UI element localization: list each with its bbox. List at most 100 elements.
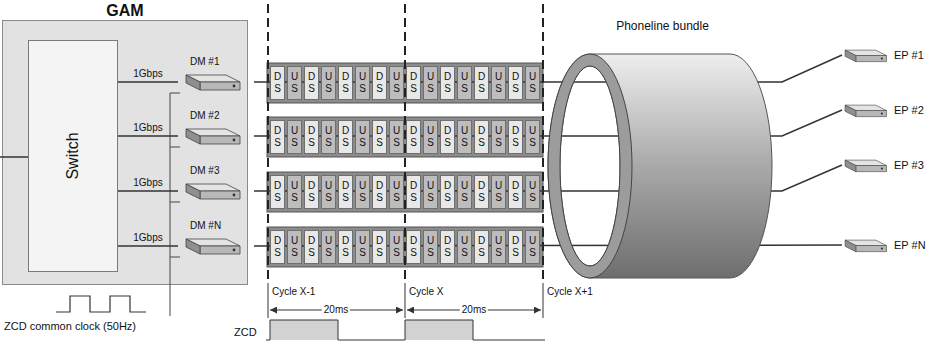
node-label: D S [478,125,486,149]
node-label: U S [461,235,469,259]
endpoint-modem: EP #1 [842,41,942,69]
node-label: U S [495,125,503,149]
slot-cell: D S [304,120,319,154]
period-label: 20ms [322,304,350,316]
slot-cell: D S [270,66,285,100]
slot-cell: D S [508,175,523,209]
slot-cell: U S [355,66,370,100]
slot-cell: U S [525,66,540,100]
node-label: U S [393,180,401,204]
signal-label: ZCD common clock (50Hz) [4,320,136,332]
node-label: D S [410,71,418,95]
node-label: U S [495,71,503,95]
node-label: D S [342,235,350,259]
node-label: EP #2 [894,104,924,116]
ethernet-link [118,245,178,247]
node-label: D S [478,235,486,259]
modem-icon [842,102,888,119]
node-label: D S [410,235,418,259]
node-label: U S [461,125,469,149]
slot-cell: U S [321,230,336,264]
period-label: 20ms [460,304,488,316]
node-label: D S [274,125,282,149]
clock-waveform [56,296,146,312]
node-label: U S [291,125,299,149]
link-speed: 1Gbps [133,68,162,80]
slot-cell: U S [355,120,370,154]
node-label: D S [512,125,520,149]
period-arrows [270,310,541,311]
cycle-label: Cycle X-1 [272,286,315,298]
node-label: U S [495,235,503,259]
node-label: DM #N [178,219,221,232]
endpoint-modem: EP #N [842,231,942,259]
dm-modem: DM #N [178,219,254,263]
slot-cell: U S [287,120,302,154]
slot-cell: D S [372,66,387,100]
slot-cell: D S [440,120,455,154]
ethernet-link [118,81,178,83]
slot-cell: D S [304,66,319,100]
slot-cell: U S [321,175,336,209]
gam-chassis: GAMSwitchDM #1DM #2DM #3DM #N [2,2,248,285]
cable-cylinder [545,18,780,290]
slot-cell: D S [270,230,285,264]
cycle-dashes [268,4,543,283]
node-label: U S [461,180,469,204]
slot-cell: D S [304,175,319,209]
slot-cell: U S [491,175,506,209]
node-label: D S [444,71,452,95]
node-label: U S [325,180,333,204]
link-speed: 1Gbps [133,122,162,134]
node-label: D S [342,125,350,149]
slot-cell: U S [457,66,472,100]
node-label: U S [393,235,401,259]
node-label: U S [359,71,367,95]
signal-label: ZCD [234,326,257,338]
slot-cell: D S [372,175,387,209]
slot-cell: U S [423,175,438,209]
slot-cell: D S [440,230,455,264]
node-label: D S [512,180,520,204]
node-label: U S [291,180,299,204]
slot-cell: U S [321,66,336,100]
node-label: D S [342,71,350,95]
node-label: U S [359,180,367,204]
node-label: D S [512,235,520,259]
node-label: U S [529,71,537,95]
node-label: Phoneline bundle [545,18,780,34]
slot-cell: D S [372,120,387,154]
node-label: D S [478,180,486,204]
slot-cell: D S [440,66,455,100]
node-label: D S [410,180,418,204]
slot-cell: D S [474,175,489,209]
dm-modem: DM #1 [178,55,254,99]
node-label: EP #N [894,239,926,251]
uplink-line [0,156,28,158]
slot-cell: U S [287,230,302,264]
slot-cell: D S [508,230,523,264]
node-label: D S [376,235,384,259]
dm-modem: DM #3 [178,164,254,208]
modem-icon [842,157,888,174]
node-label: U S [427,235,435,259]
slot-cell: U S [491,120,506,154]
node-label: D S [376,71,384,95]
slot-cell: U S [525,175,540,209]
slot-cell: U S [457,230,472,264]
node-label: U S [393,125,401,149]
node-label: U S [529,235,537,259]
slot-cell: D S [406,120,421,154]
switch-box: Switch [28,40,118,272]
slot-cell: U S [457,120,472,154]
node-label: U S [291,235,299,259]
phoneline-bundle: Phoneline bundle [545,18,780,290]
node-label: D S [444,125,452,149]
endpoint-modem: EP #2 [842,96,942,124]
ethernet-link [118,135,178,137]
slot-cell: D S [270,175,285,209]
modem-icon [182,71,242,93]
slot-cell: U S [525,120,540,154]
